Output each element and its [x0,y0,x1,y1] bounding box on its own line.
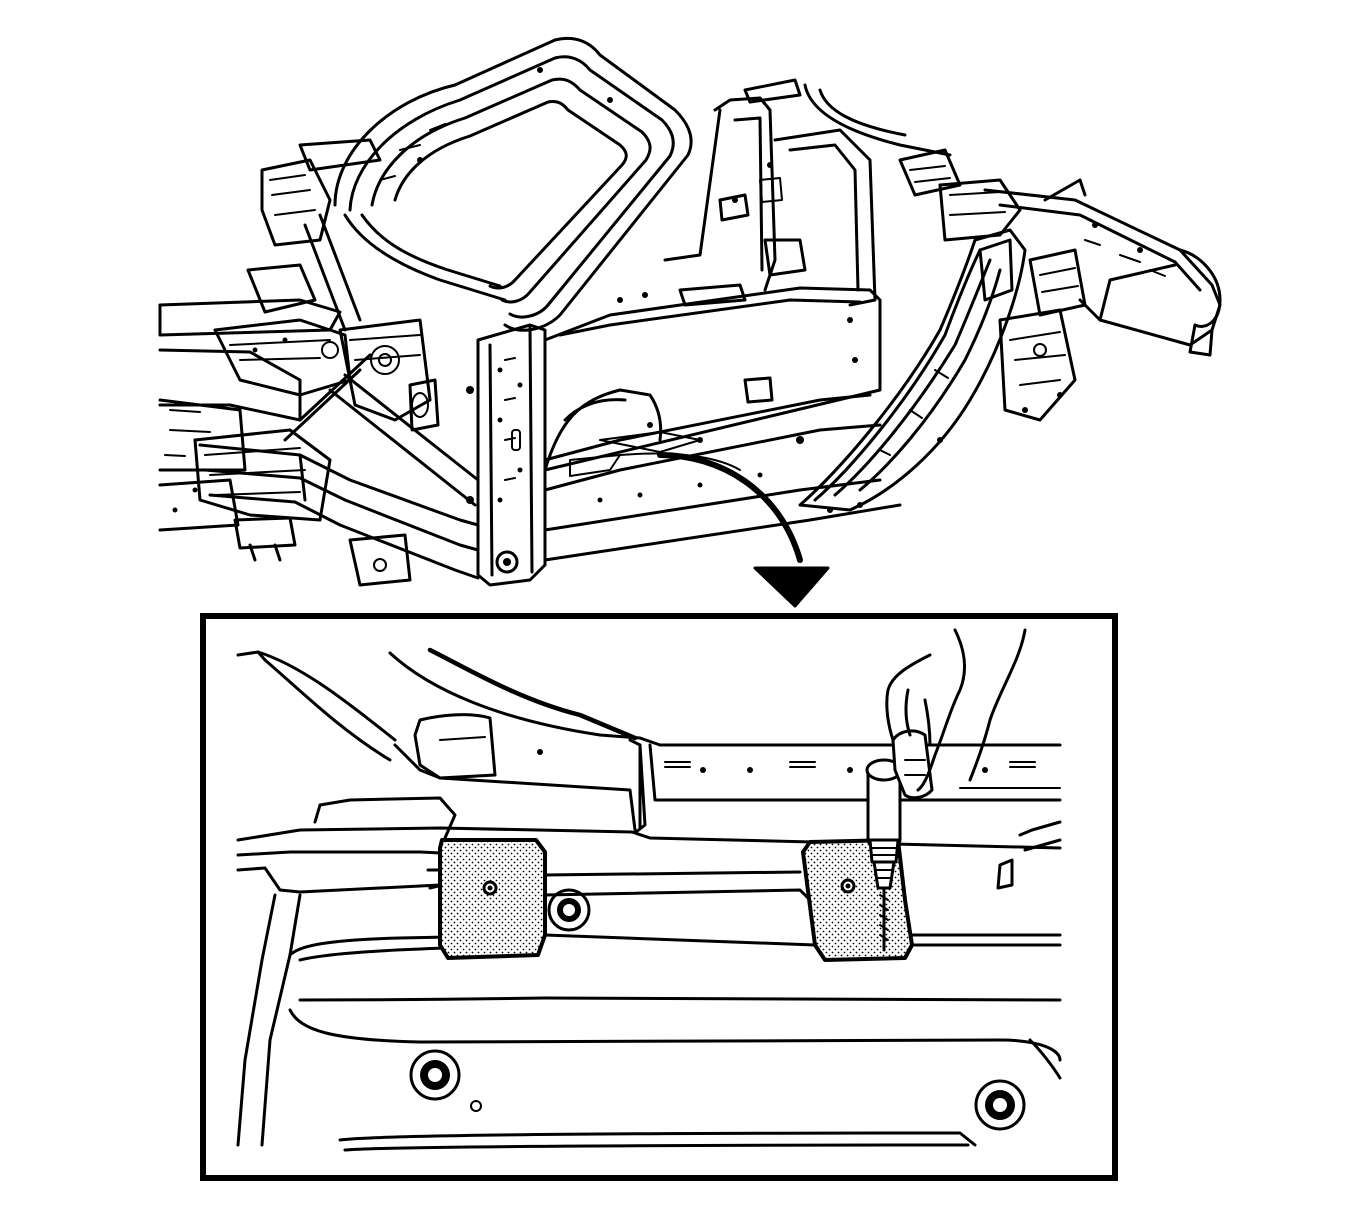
front-rocker [198,353,480,587]
floor-panel [543,283,902,562]
overview-fasteners [172,292,648,513]
detail-inset [200,613,1118,1181]
grommet-plugs [409,888,1026,1131]
patch-left [438,838,547,960]
rear-wheelhouse [798,148,1087,513]
grommet [547,888,591,932]
left-bracket-cluster [213,138,440,432]
grommet [409,1049,461,1101]
drill-icon [865,758,903,952]
windshield-frame [333,36,693,332]
rear-frame-rail [983,178,1222,357]
hand-icon [885,628,1027,800]
front-pillar [466,323,547,587]
left-frame-rails [158,298,342,562]
rear-door-frame [663,78,952,307]
grommet [974,1079,1026,1131]
curved-arrow-down-icon [657,452,830,608]
body-structure-overview [158,36,1222,608]
